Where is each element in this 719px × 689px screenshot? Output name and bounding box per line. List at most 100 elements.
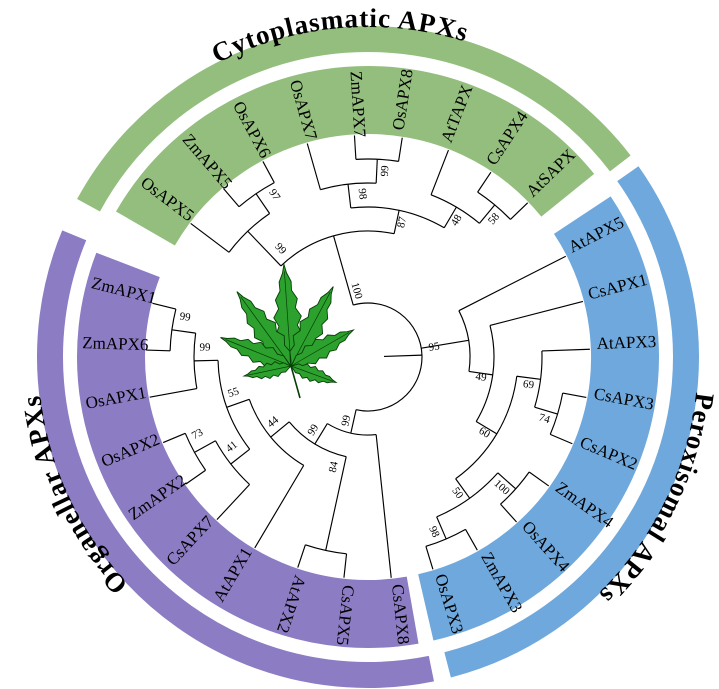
bootstrap-value: 41 [224, 439, 240, 455]
branch-line [516, 375, 541, 380]
node-arc [228, 213, 270, 253]
cannabis-leaflet [242, 361, 292, 380]
branch-line [350, 409, 357, 434]
bootstrap-value: 87 [395, 215, 409, 229]
branch-line [550, 433, 573, 445]
branch-line [528, 471, 550, 487]
branch-line [375, 159, 378, 184]
branch-line [247, 230, 282, 267]
bootstrap-value: 49 [475, 371, 488, 385]
branch-line [332, 235, 354, 306]
branch-line [171, 329, 196, 334]
bootstrap-value: 98 [426, 524, 442, 539]
branch-line [343, 553, 348, 578]
band-inner-organellar [77, 252, 419, 648]
branch-line [497, 472, 517, 490]
bootstrap-value: 60 [477, 425, 493, 441]
branch-line [475, 421, 498, 435]
branch-line [190, 222, 230, 253]
bootstrap-value: 50 [449, 485, 465, 501]
node-arc [430, 194, 480, 224]
bootstrap-value: 97 [266, 187, 282, 203]
node-arc [350, 206, 445, 229]
bootstrap-value: 44 [265, 414, 282, 431]
taxon-label: AtAPX3 [596, 332, 656, 353]
leaf-stem [290, 365, 301, 399]
branch-line [477, 171, 492, 193]
bootstrap-value: 84 [327, 460, 341, 474]
branch-line [254, 465, 305, 549]
leaflet-midrib [284, 271, 292, 367]
branch-line [421, 339, 469, 349]
branch-line [489, 300, 584, 327]
branch-line [185, 469, 206, 485]
branch-line [146, 349, 171, 352]
branch-line [541, 348, 590, 352]
node-arc [500, 471, 530, 505]
band-inner-cytoplasmatic [116, 66, 595, 246]
cannabis-leaf-icon [220, 264, 355, 399]
band-outer-peroxisomal [444, 166, 699, 678]
bootstrap-value: 48 [449, 212, 465, 228]
bootstrap-value: 95 [428, 340, 441, 354]
branch-line [455, 478, 471, 499]
branch-line [152, 302, 177, 310]
branch-line [297, 544, 306, 568]
bootstrap-value: 69 [522, 378, 535, 391]
branch-line [314, 423, 328, 445]
branch-line [262, 161, 275, 183]
branch-line [162, 432, 186, 444]
branch-line [194, 440, 216, 453]
leaflet-midrib [290, 291, 331, 367]
bootstrap-value: 99 [272, 241, 289, 258]
node-arc [214, 440, 250, 485]
band-inner-peroxisomal [417, 196, 659, 641]
bootstrap-value: 99 [179, 310, 192, 323]
leaflet-midrib [247, 365, 292, 376]
branch-line [458, 255, 567, 312]
branch-line [464, 529, 478, 551]
leaflet-midrib [225, 339, 292, 367]
node-arc [217, 360, 251, 450]
branch-line [383, 354, 422, 358]
branch-line [194, 359, 219, 362]
leaflet-midrib [290, 365, 334, 382]
bootstrap-value: 99 [339, 413, 353, 427]
branch-line [223, 188, 240, 208]
branch-line [347, 184, 352, 209]
node-arc [475, 325, 495, 422]
branch-line [230, 448, 251, 465]
branch-line [375, 434, 392, 578]
group-color-bands [37, 26, 699, 688]
branch-line [478, 204, 496, 224]
tree-branches [146, 135, 590, 578]
node-arc [327, 423, 377, 436]
leaflet-midrib [240, 296, 292, 367]
branch-line [353, 135, 357, 160]
node-arc [534, 350, 543, 408]
branch-line [562, 392, 587, 399]
bootstrap-value: 100 [492, 478, 513, 498]
branch-line [325, 456, 347, 551]
band-outer-organellar [37, 230, 434, 688]
node-arc [425, 528, 466, 547]
node-arc [320, 182, 377, 191]
bootstrap-value: 55 [226, 385, 241, 400]
branch-line [534, 406, 558, 415]
branch-line [425, 546, 434, 570]
branch-line [430, 149, 449, 196]
node-arc [288, 421, 347, 458]
bootstrap-value: 99 [199, 342, 211, 354]
bootstrap-value: 98 [356, 188, 369, 201]
taxon-label: ZmAPX7 [347, 71, 370, 139]
branch-line [226, 398, 250, 408]
band-outer-cytoplasmatic [77, 26, 631, 212]
bootstrap-value: 100 [348, 281, 364, 301]
branch-line [397, 137, 403, 162]
root-circle [353, 302, 423, 412]
node-arc [458, 310, 471, 372]
branch-line [500, 503, 517, 523]
branch-line [149, 387, 197, 398]
